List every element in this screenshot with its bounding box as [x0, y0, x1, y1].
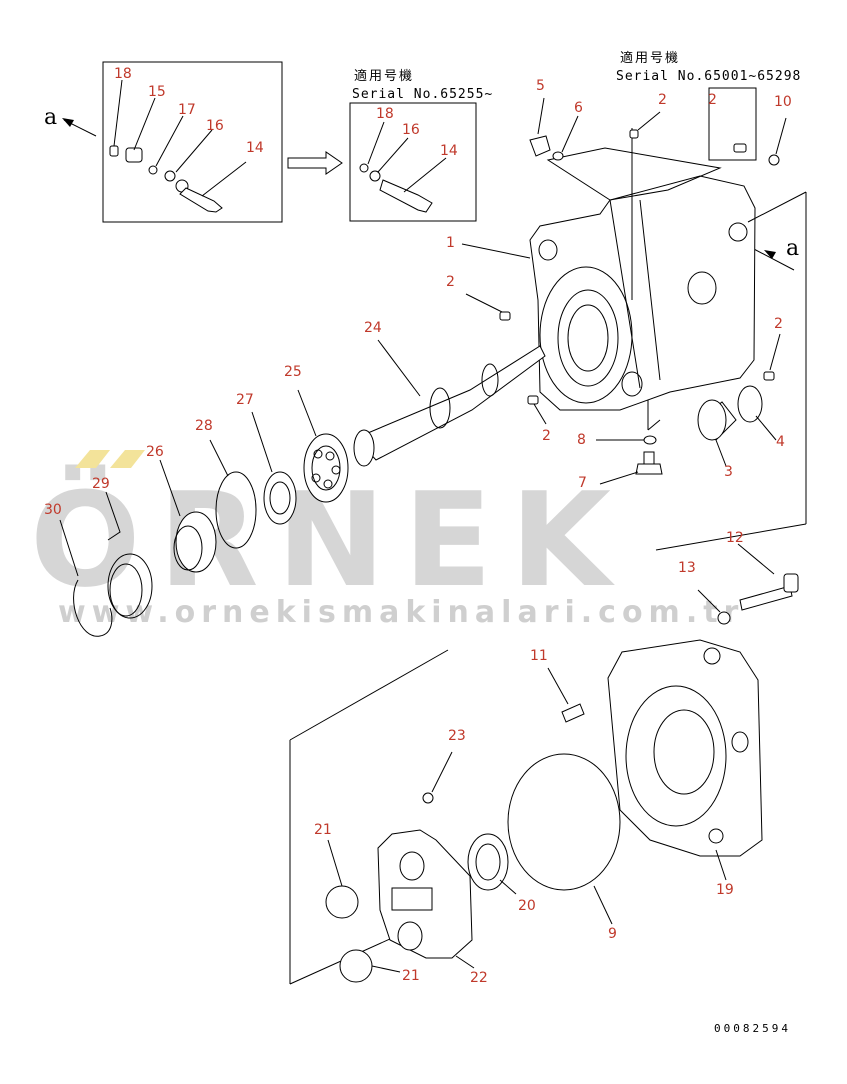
- callout-13: 13: [678, 560, 696, 576]
- bearing-25: [303, 433, 349, 503]
- ball-23: [422, 792, 434, 804]
- callout-8: 8: [577, 432, 586, 448]
- callout-16: 16: [206, 118, 224, 134]
- callout-29: 29: [92, 476, 110, 492]
- drawing-code: 00082594: [714, 1022, 791, 1035]
- callout-18: 18: [376, 106, 394, 122]
- part-7-plug: [635, 451, 663, 475]
- plug-21-bottom: [339, 949, 373, 983]
- callout-7: 7: [578, 475, 587, 491]
- inset-box-left: [102, 61, 283, 223]
- ring-27: [263, 471, 297, 525]
- ring-29: [107, 553, 153, 619]
- callout-19: 19: [716, 882, 734, 898]
- callout-24: 24: [364, 320, 382, 336]
- inset-left-parts: [109, 145, 223, 213]
- part-4-ring: [737, 385, 763, 423]
- applicability-label-left: 適用号機: [354, 68, 414, 84]
- watermark-url: www.ornekismakinalari.com.tr: [58, 595, 744, 630]
- callout-labels: 18 15 17 16 14 18 16 14 5 6 2 2 10 1 2 2…: [44, 66, 792, 986]
- callout-2: 2: [542, 428, 551, 444]
- part-2-bolt: [499, 311, 511, 321]
- serial-range-right: Serial No.65001~65298: [616, 69, 801, 84]
- callout-4: 4: [776, 434, 785, 450]
- callout-30: 30: [44, 502, 62, 518]
- seal-26: [173, 511, 217, 573]
- shaft-24: [353, 345, 546, 467]
- callout-17: 17: [178, 102, 196, 118]
- inset-middle-parts: [359, 163, 433, 213]
- part-8: [643, 435, 657, 445]
- callout-21: 21: [314, 822, 332, 838]
- inset-box-middle: [349, 102, 477, 222]
- callout-28: 28: [195, 418, 213, 434]
- valve-block-22: [377, 829, 473, 959]
- applicability-label-right: 適用号機: [620, 50, 680, 66]
- callout-15: 15: [148, 84, 166, 100]
- watermark-accent: [75, 450, 110, 468]
- o-ring-28: [215, 471, 257, 549]
- arrow-right-icon: [287, 151, 343, 175]
- callout-14: 14: [246, 140, 264, 156]
- arrow-icon: [764, 250, 776, 259]
- callout-3: 3: [724, 464, 733, 480]
- callout-23: 23: [448, 728, 466, 744]
- part-5: [529, 135, 551, 157]
- part-2-bolt: [527, 395, 539, 405]
- watermark: ÖRNEK www.ornekismakinalari.com.tr: [30, 450, 744, 630]
- part-10: [768, 154, 780, 166]
- pump-housing: [529, 147, 756, 411]
- watermark-accent: [110, 450, 145, 468]
- callout-25: 25: [284, 364, 302, 380]
- callout-9: 9: [608, 926, 617, 942]
- bolt-12: [739, 573, 799, 611]
- callout-11: 11: [530, 648, 548, 664]
- part-6: [552, 151, 564, 161]
- callout-2: 2: [658, 92, 667, 108]
- callout-2: 2: [774, 316, 783, 332]
- plug-21-top: [325, 885, 359, 919]
- part-2-detail-box: [708, 87, 757, 161]
- bearing-20: [467, 833, 509, 891]
- callout-5: 5: [536, 78, 545, 94]
- callout-27: 27: [236, 392, 254, 408]
- callout-21: 21: [402, 968, 420, 984]
- part-3-sleeve: [697, 399, 737, 441]
- part-2-bolt: [629, 129, 639, 139]
- pin-11: [561, 703, 585, 723]
- callout-20: 20: [518, 898, 536, 914]
- snap-ring-30: [73, 579, 113, 637]
- arrow-icon: [62, 118, 74, 127]
- callout-2: 2: [446, 274, 455, 290]
- callout-14: 14: [440, 143, 458, 159]
- callout-1: 1: [446, 235, 455, 251]
- serial-range-left: Serial No.65255~: [352, 87, 493, 102]
- washer-13: [717, 611, 731, 625]
- callout-16: 16: [402, 122, 420, 138]
- callout-18: 18: [114, 66, 132, 82]
- callout-10: 10: [774, 94, 792, 110]
- callout-12: 12: [726, 530, 744, 546]
- callout-22: 22: [470, 970, 488, 986]
- part-2-bolt: [763, 371, 775, 381]
- callout-6: 6: [574, 100, 583, 116]
- cover-19: [607, 639, 763, 857]
- callout-26: 26: [146, 444, 164, 460]
- view-mark-left: a: [44, 105, 57, 130]
- view-mark-right: a: [786, 236, 799, 261]
- callout-2: 2: [708, 92, 717, 108]
- o-ring-9: [507, 753, 621, 891]
